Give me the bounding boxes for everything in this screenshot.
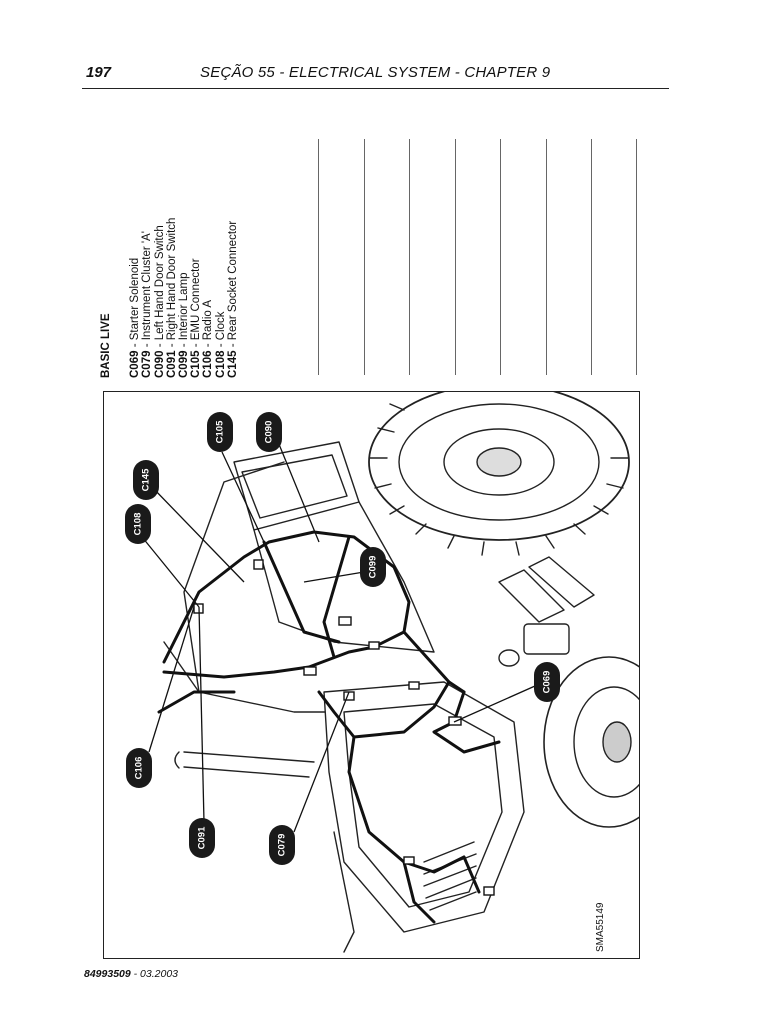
legend-code: C090 xyxy=(153,350,166,379)
legend-item: C079 - Instrument Cluster 'A' xyxy=(141,98,153,378)
legend-code: C106 xyxy=(202,350,215,379)
legend-code: C069 xyxy=(129,350,142,379)
legend-code: C145 xyxy=(226,350,239,379)
note-line xyxy=(636,139,637,375)
legend-code: C108 xyxy=(214,350,227,379)
legend-item: C091 - Right Hand Door Switch xyxy=(166,98,178,378)
callout-c069: C069 xyxy=(534,662,560,702)
legend-code: C079 xyxy=(141,350,154,379)
page-header: 197 SEÇÃO 55 - ELECTRICAL SYSTEM - CHAPT… xyxy=(82,58,669,89)
legend-item: C099 - Interior Lamp xyxy=(178,98,190,378)
legend-heading: BASIC LIVE xyxy=(100,313,112,378)
legend-label: - Right Hand Door Switch xyxy=(165,217,178,351)
legend-item: C145 - Rear Socket Connector xyxy=(227,98,239,378)
wiring-harness-drawing xyxy=(137,392,639,953)
legend-item: C090 - Left Hand Door Switch xyxy=(154,98,166,378)
callout-c108: C108 xyxy=(125,504,151,544)
legend-label: - EMU Connector xyxy=(190,258,203,351)
connector-legend: BASIC LIVE C069 - Starter Solenoid C079 … xyxy=(100,98,239,378)
note-line xyxy=(591,139,592,375)
legend-label: - Rear Socket Connector xyxy=(226,220,239,351)
wiring-harness-figure: C105 C090 C145 C108 C099 C069 C106 C091 … xyxy=(103,391,640,959)
legend-label: - Left Hand Door Switch xyxy=(153,225,166,351)
callout-c145: C145 xyxy=(133,460,159,500)
note-line xyxy=(409,139,410,375)
page-footer: 84993509 - 03.2003 xyxy=(84,968,178,980)
note-line xyxy=(364,139,365,375)
doc-date: - 03.2003 xyxy=(130,968,179,980)
doc-number: 84993509 xyxy=(84,968,131,980)
callout-c079: C079 xyxy=(269,825,295,865)
callout-c105: C105 xyxy=(207,412,233,452)
callout-c091: C091 xyxy=(189,818,215,858)
legend-code: C099 xyxy=(178,350,191,379)
callout-c090: C090 xyxy=(256,412,282,452)
note-line xyxy=(318,139,319,375)
legend-item: C069 - Starter Solenoid xyxy=(129,98,141,378)
page-number: 197 xyxy=(86,64,112,81)
legend-label: - Clock xyxy=(214,311,227,351)
legend-label: - Interior Lamp xyxy=(178,272,191,351)
legend-item: C105 - EMU Connector xyxy=(190,98,202,378)
callout-c099: C099 xyxy=(360,547,386,587)
legend-code: C105 xyxy=(190,350,203,379)
section-title: SEÇÃO 55 - ELECTRICAL SYSTEM - CHAPTER 9 xyxy=(200,64,551,81)
note-line xyxy=(546,139,547,375)
legend-label: - Starter Solenoid xyxy=(129,257,142,351)
legend-item: C108 - Clock xyxy=(215,98,227,378)
notes-area xyxy=(318,139,638,375)
legend-code: C091 xyxy=(165,350,178,379)
legend-label: - Radio A xyxy=(202,300,215,351)
legend-item: C106 - Radio A xyxy=(202,98,214,378)
callout-c106: C106 xyxy=(126,748,152,788)
note-line xyxy=(455,139,456,375)
figure-id: SMA55149 xyxy=(595,902,606,952)
note-line xyxy=(500,139,501,375)
legend-label: - Instrument Cluster 'A' xyxy=(141,231,154,351)
